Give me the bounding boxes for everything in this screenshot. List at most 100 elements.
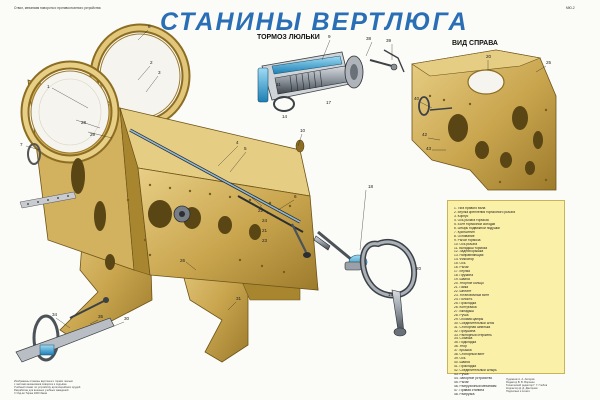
footer-line: Разработан для военных учебных заведений	[14, 389, 69, 393]
callout: 11	[276, 82, 281, 87]
brake-view-label: ТОРМОЗ ЛЮЛЬКИ	[257, 34, 320, 41]
legend-item: 9. Рычаг тормоза	[454, 238, 481, 242]
legend-item: 39. Ось	[454, 357, 466, 361]
legend-item: 13. Направляющая	[454, 254, 484, 258]
legend-item: 11. Вкладыш тормоза	[454, 246, 488, 250]
callout: 23	[262, 238, 268, 243]
legend-item: 33. Распорный стержень	[454, 333, 492, 337]
header-subtitle: Ствол, механизм поворота и противооткатн…	[14, 6, 101, 10]
legend-item: 19. Шайба	[454, 278, 470, 282]
legend-item: 16. Рычаг	[454, 266, 469, 270]
callout: 38	[366, 36, 372, 41]
lightening-hole	[71, 158, 85, 194]
callout: 2	[150, 60, 153, 65]
legend-item: 3. Корпус	[454, 214, 469, 218]
callout: 28	[81, 120, 87, 125]
footer-line: Учебный плакат по устройству артиллерийс…	[14, 386, 81, 390]
callout: 39	[386, 38, 392, 43]
footer-left: Изображены станины вертлюга и тормоз люл…	[14, 380, 164, 395]
right-view-label: ВИД СПРАВА	[452, 40, 498, 47]
callout: 9	[328, 34, 331, 39]
legend-item: 32. Проушина	[454, 329, 476, 333]
legend-item: 7. Кронштейн	[454, 230, 475, 234]
legend-item: 10. Ось рычага	[454, 242, 478, 246]
callout: 29	[90, 132, 96, 137]
lock-pin	[369, 49, 405, 73]
callout: 17	[326, 100, 332, 105]
legend-item: 1. Тяга правого вала	[454, 207, 486, 210]
callout: 10	[300, 128, 306, 133]
legend-item: 29. Обойма цапфы	[454, 317, 484, 321]
legend-item: 17. Втулка	[454, 270, 470, 274]
callout: 5	[244, 146, 247, 151]
legend-item: 37. Крышка	[454, 349, 472, 353]
lower-lever-detail	[15, 297, 115, 363]
callout: 42	[422, 132, 428, 137]
legend-item: 21. Гайка	[454, 286, 469, 290]
legend-item: 5. Болт тормозной колодки	[454, 222, 496, 226]
legend-item: 42. Соединительный штырь	[454, 369, 497, 373]
footer-line: Изображены станины вертлюга и тормоз люл…	[14, 380, 73, 383]
callout: 34	[52, 312, 58, 317]
legend-item: 20. Упорное кольцо	[454, 282, 484, 286]
callout-numbers: 1 28 29 2 3 4 5 22 24 21 23 6 18 7 8 9 3…	[20, 24, 552, 321]
left-shackle	[27, 143, 41, 165]
legend-item: 6. Штырь подвижной подушки	[454, 226, 500, 230]
legend-item: 24. Полость	[454, 297, 473, 301]
legend-item: 2. Втулка крепления тормозного рычага	[454, 210, 516, 214]
callout: 22	[258, 208, 264, 213]
footer-line: Редактор В. В. Воронин	[506, 381, 535, 385]
callout: 8	[148, 24, 151, 29]
callout: 20	[486, 54, 492, 59]
legend-item: 22. Шплинт	[454, 290, 472, 294]
callout: 18	[368, 184, 374, 189]
callout: 40	[414, 96, 420, 101]
callout: 30	[124, 316, 130, 321]
callout: 26	[180, 258, 186, 263]
legend-item: 25. Прокладка	[454, 301, 477, 305]
header-code: МЮ-2	[566, 6, 575, 10]
footer-line: Подписано к печати	[506, 390, 530, 394]
legend-item: 45. Рычаг	[454, 380, 469, 384]
legend-item: 4. Ось рычага тормоза	[454, 218, 489, 222]
legend-item: 12. Задняя крышка	[454, 250, 484, 254]
legend-item: 40. Шайба	[454, 361, 470, 365]
callout: 25	[546, 60, 552, 65]
legend-item: 14. Фиксатор	[454, 258, 474, 262]
cradle-brake-cutaway	[257, 51, 364, 112]
callout: 35	[98, 314, 104, 319]
callout: 20	[416, 266, 422, 271]
callout: 3	[158, 70, 161, 75]
legend-item: 15. Ось	[454, 262, 466, 266]
legend-item: 48. Разгрузка	[454, 392, 475, 396]
legend-item: 46. Разгрузочный механизм	[454, 384, 497, 388]
right-side-view	[411, 49, 557, 191]
legend-item: 23. Установочный винт	[454, 293, 490, 297]
leader-lines	[25, 29, 547, 329]
legend-item: 38. Стопорный винт	[454, 353, 485, 357]
handle-detail	[313, 230, 418, 337]
callout: 4	[236, 140, 239, 145]
callout: 19	[388, 292, 394, 297]
callout: 6	[294, 194, 297, 199]
legend-item: 30. Соединительный шток	[454, 321, 495, 325]
footer-line: с частями механизмов поворота и подъёма	[14, 383, 67, 387]
legend-item: 34. Собачка	[454, 337, 473, 341]
callout: 43	[426, 146, 432, 151]
chain-strip	[19, 191, 77, 209]
rivets	[126, 183, 292, 274]
footer-line: © Изд-во Тираж 1000 Заказ	[14, 392, 48, 396]
lever	[291, 223, 307, 253]
swivel-frame-assembly	[20, 23, 319, 363]
legend-item: 27. Вкладыш	[454, 309, 474, 313]
footer-line: Художник А. А. Авторов	[506, 378, 535, 381]
legend-item: 47. Правая станина	[454, 388, 485, 392]
callout: 31	[236, 296, 242, 301]
callout: 7	[20, 142, 23, 147]
callout: 1	[47, 84, 50, 89]
legend-item: 35. Подкладка	[454, 341, 477, 345]
